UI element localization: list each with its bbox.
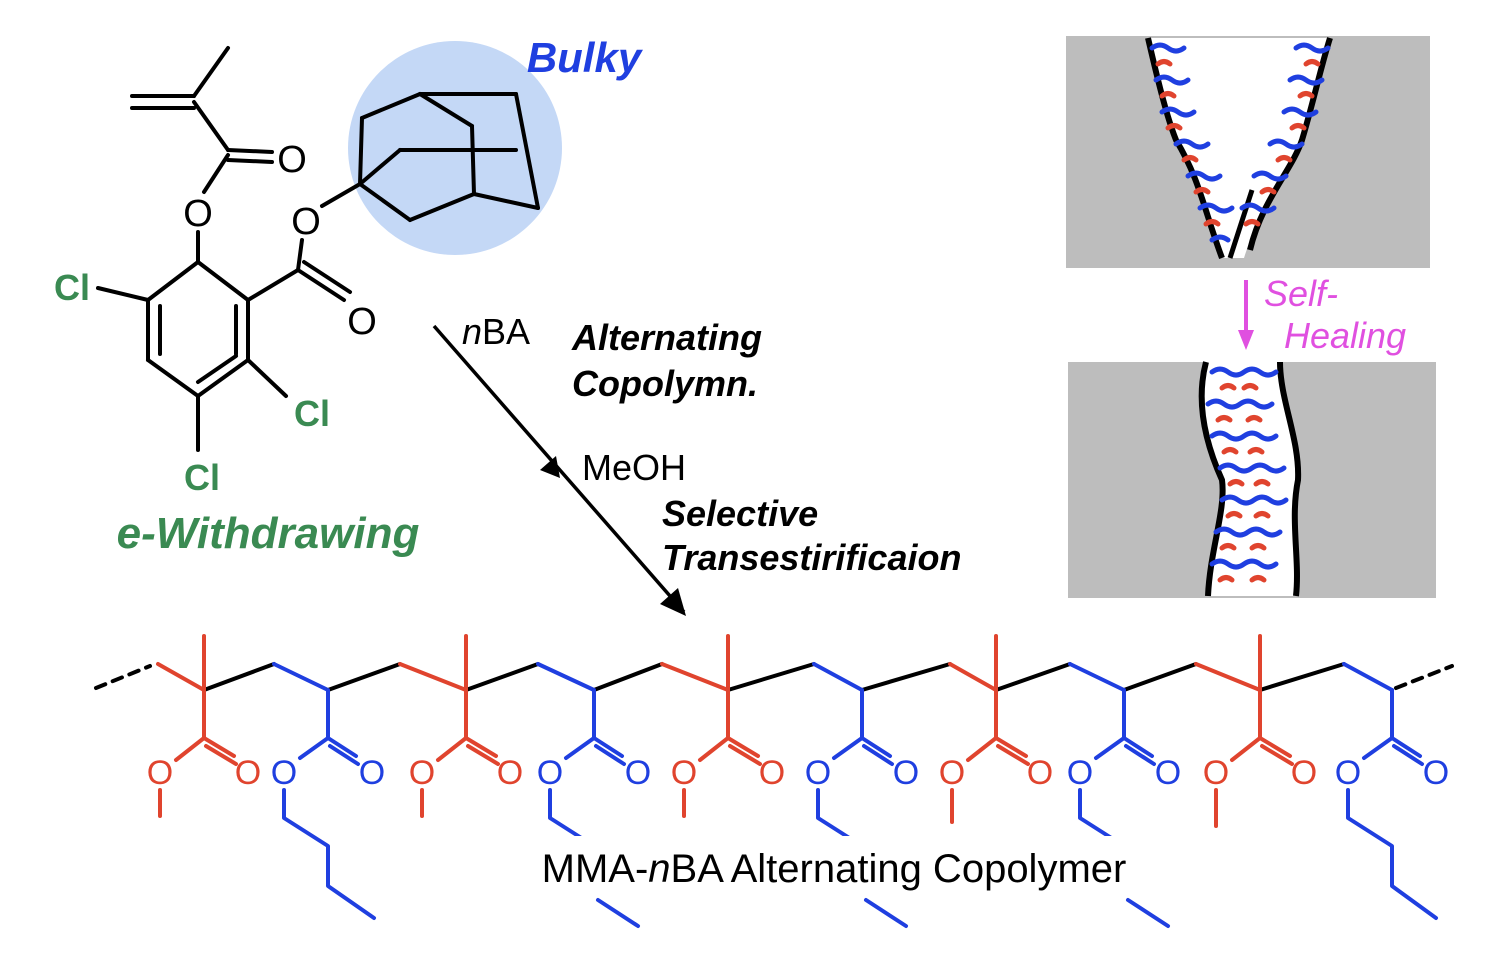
nba-o-label: O xyxy=(1423,754,1449,792)
step2-line2: Transestirificaion xyxy=(662,537,961,578)
e-withdrawing-label: e-Withdrawing xyxy=(117,509,420,558)
mma-o-label: O xyxy=(409,754,435,792)
healed-chains xyxy=(1205,366,1289,583)
self-healing-line1: Self- xyxy=(1264,273,1338,314)
nba-o-label: O xyxy=(893,754,919,792)
crack-chains-left xyxy=(1149,42,1235,243)
self-healing-line2: Healing xyxy=(1284,315,1406,356)
mma-o-label: O xyxy=(759,754,785,792)
step1-line2: Copolymn. xyxy=(572,363,758,404)
nba-o-label: O xyxy=(359,754,385,792)
mma-o-label: O xyxy=(671,754,697,792)
nba-side-groups xyxy=(282,688,1438,928)
mma-o-labels: O O O O O O O O O O xyxy=(147,754,1317,792)
chlorine-label-3: Cl xyxy=(184,457,220,498)
monomer-ester-o-2: O xyxy=(291,201,321,243)
mma-o-label: O xyxy=(939,754,965,792)
mma-o-label: O xyxy=(1027,754,1053,792)
nba-o-label: O xyxy=(1067,754,1093,792)
bulky-label: Bulky xyxy=(527,34,644,81)
nba-o-label: O xyxy=(1335,754,1361,792)
chlorine-label-1: Cl xyxy=(54,267,90,308)
crack-chains-right xyxy=(1239,42,1331,227)
mma-side-groups xyxy=(158,634,1294,828)
mma-o-label: O xyxy=(1291,754,1317,792)
polymer-backbone xyxy=(94,662,1454,692)
mma-o-label: O xyxy=(235,754,261,792)
mma-o-label: O xyxy=(497,754,523,792)
reagent-meoh: MeOH xyxy=(582,447,686,488)
nba-o-labels: O O O O O O O O O O xyxy=(271,754,1449,792)
polymer-caption: MMA-nBA Alternating Copolymer xyxy=(542,847,1127,891)
nba-o-label: O xyxy=(1155,754,1181,792)
healing-arrowhead xyxy=(1238,330,1254,350)
mma-o-label: O xyxy=(1203,754,1229,792)
step1-line1: Alternating xyxy=(571,317,762,358)
monomer-carbonyl-o-1: O xyxy=(277,139,307,181)
monomer-structure xyxy=(96,41,562,452)
arrowhead-end xyxy=(660,588,686,616)
monomer-carbonyl-o-2: O xyxy=(347,301,377,343)
caption-backdrop xyxy=(508,836,1160,892)
mma-o-label: O xyxy=(147,754,173,792)
nba-o-label: O xyxy=(625,754,651,792)
arrowhead-mid xyxy=(540,456,560,478)
healed-seam xyxy=(1198,361,1302,597)
nba-o-label: O xyxy=(537,754,563,792)
nba-o-label: O xyxy=(805,754,831,792)
monomer-ester-o-1: O xyxy=(183,193,213,235)
nba-o-label: O xyxy=(271,754,297,792)
reaction-arrow xyxy=(432,324,686,614)
step2-line1: Selective xyxy=(662,493,818,534)
chlorine-label-2: Cl xyxy=(294,393,330,434)
reagent-nba: nBA xyxy=(462,311,530,352)
